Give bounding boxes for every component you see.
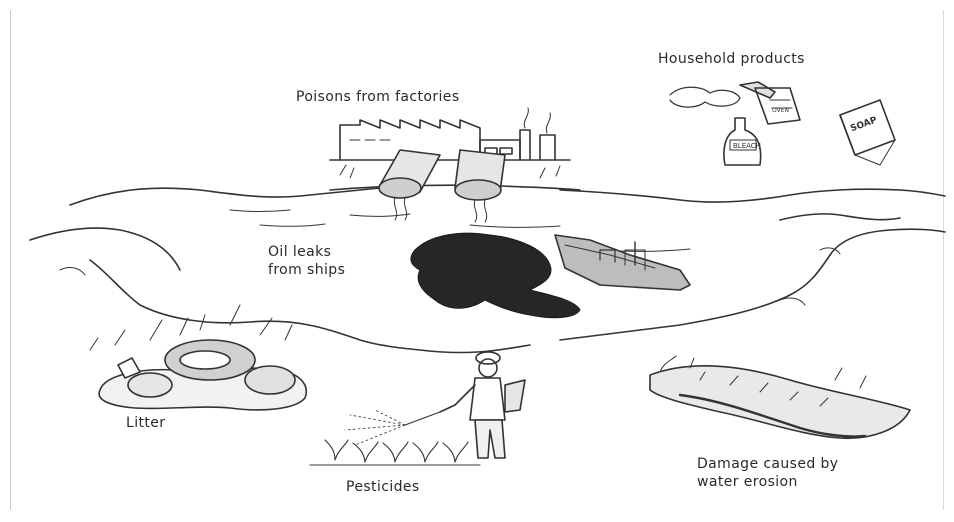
label-pesticides: Pesticides <box>346 478 420 496</box>
spray-can-label: OVEN <box>772 107 789 114</box>
bleach-label: BLEACH <box>733 142 761 150</box>
eroded-bank-icon <box>650 356 910 438</box>
river-bank-upper-right <box>560 189 945 202</box>
label-poisons-from-factories: Poisons from factories <box>296 88 460 106</box>
label-damage-line1: Damage caused by <box>697 455 839 473</box>
plants-icon <box>310 440 480 465</box>
soap-label: SOAP <box>849 115 879 134</box>
label-household-products: Household products <box>658 50 805 68</box>
farmer-spraying-icon <box>405 352 525 458</box>
oil-slick <box>411 233 580 318</box>
label-damage-water-erosion: Damage caused by water erosion <box>697 455 839 491</box>
factory-icon <box>330 108 570 160</box>
river-bank-left-outer <box>30 228 180 270</box>
label-oil-leaks: Oil leaks from ships <box>268 243 345 279</box>
label-litter: Litter <box>126 414 165 432</box>
ship-icon <box>555 235 690 290</box>
label-damage-line2: water erosion <box>697 473 839 491</box>
river-bank-right-outer <box>780 214 900 220</box>
river-bank-upper-left <box>70 188 380 205</box>
label-oil-leaks-line1: Oil leaks <box>268 243 345 261</box>
label-oil-leaks-line2: from ships <box>268 261 345 279</box>
factory-pipes <box>379 150 505 200</box>
